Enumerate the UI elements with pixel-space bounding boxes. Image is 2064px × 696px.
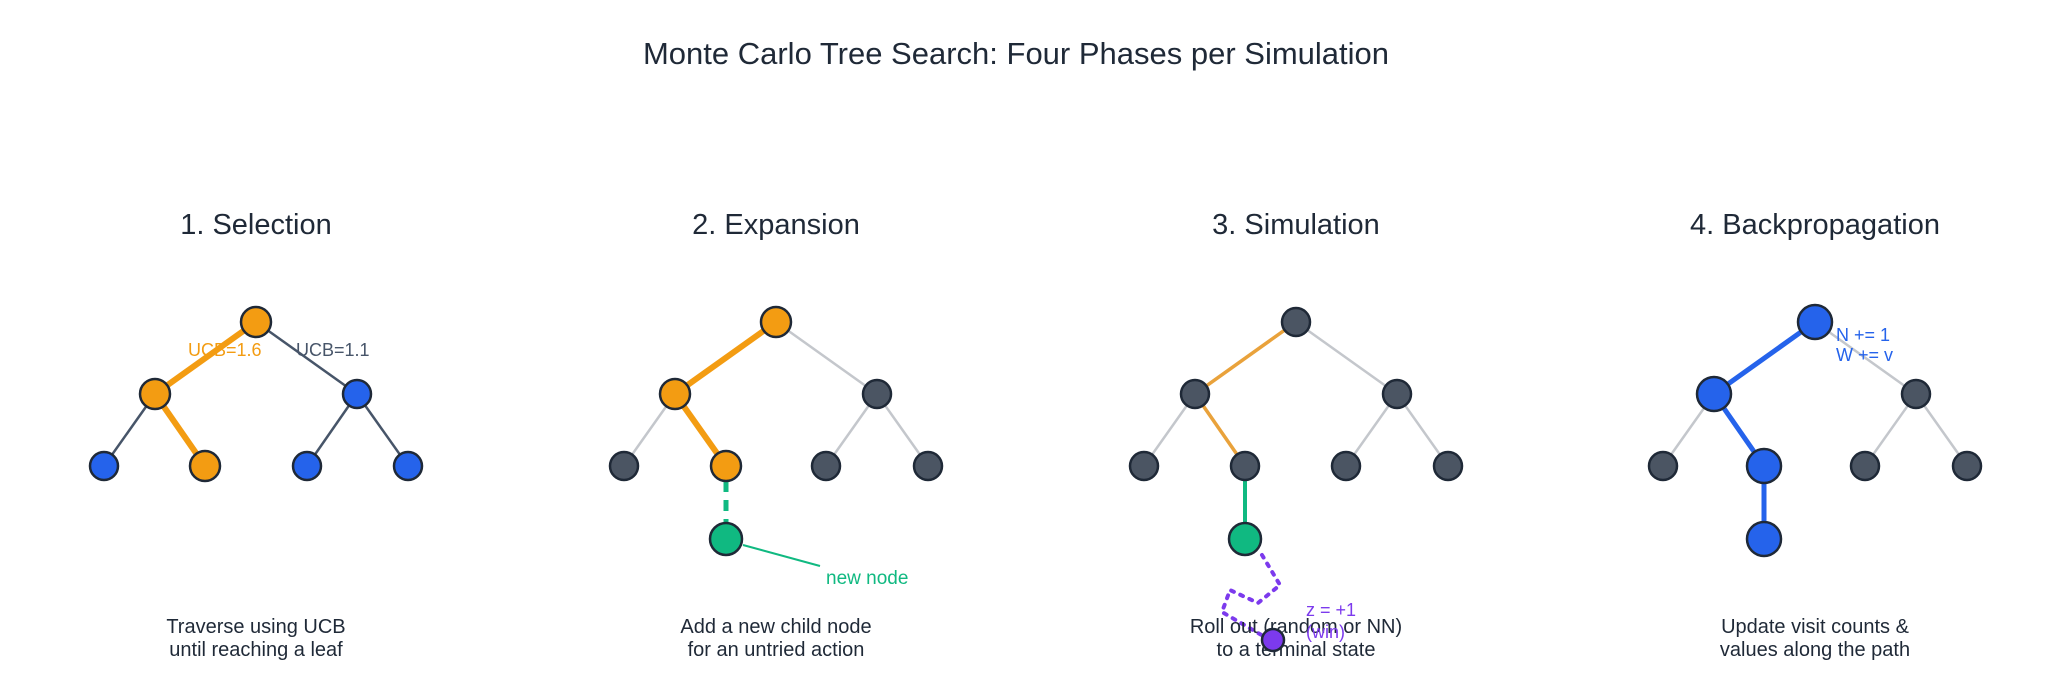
node-left [1179, 378, 1211, 410]
node-leaf3 [810, 450, 842, 482]
node-leaf3 [291, 450, 323, 482]
panel-expansion: 2. Expansion new node Add a new child no… [608, 209, 944, 661]
edge-root-left [1712, 319, 1817, 397]
node-root [1796, 303, 1834, 341]
panel-caption-line2: for an untried action [688, 639, 865, 661]
node-right [1900, 378, 1932, 410]
rollout-path [1219, 553, 1283, 642]
node-leaf4 [1432, 450, 1464, 482]
panel-heading: 2. Expansion [692, 209, 860, 241]
node-left [658, 377, 692, 411]
rollout-result-line2: (win) [1306, 622, 1345, 642]
panel-selection: 1. Selection UCB=1.6 UCB=1.1 Traverse us… [88, 209, 424, 661]
panel-caption-line1: Add a new child node [680, 616, 871, 638]
node-leaf2 [1229, 450, 1261, 482]
tree-edges [1661, 319, 1969, 539]
ucb-right-label: UCB=1.1 [296, 340, 370, 360]
node-left [138, 377, 172, 411]
new-node-pointer [742, 544, 821, 567]
node-leaf2 [709, 449, 743, 483]
panel-simulation: 3. Simulation Roll out (random or NN) to… [1128, 209, 1464, 661]
node-leaf1 [1647, 450, 1679, 482]
rollout-result-line1: z = +1 [1306, 600, 1356, 620]
tree-edges [1142, 320, 1450, 642]
panel-heading: 4. Backpropagation [1690, 209, 1940, 241]
edge-root-right [775, 320, 878, 396]
edge-root-left [673, 319, 778, 397]
update-label-line1: N += 1 [1836, 325, 1890, 345]
panel-caption-line1: Traverse using UCB [166, 616, 345, 638]
update-label-line2: W += v [1836, 345, 1893, 365]
panel-caption-line1: Roll out (random or NN) [1190, 616, 1402, 638]
panel-caption-line1: Update visit counts & [1721, 616, 1910, 638]
node-right [1381, 378, 1413, 410]
node-leaf1 [1128, 450, 1160, 482]
node-leaf1 [88, 450, 120, 482]
ucb-left-label: UCB=1.6 [188, 340, 262, 360]
tree-nodes [1128, 306, 1464, 557]
node-leaf2 [1745, 447, 1783, 485]
terminal-node [1260, 627, 1286, 653]
edge-root-left [1193, 320, 1298, 396]
node-root [239, 305, 273, 339]
node-leaf4 [1951, 450, 1983, 482]
node-right [861, 378, 893, 410]
panel-heading: 3. Simulation [1212, 209, 1380, 241]
edge-root-right [255, 320, 358, 396]
node-right [341, 378, 373, 410]
node-new [1745, 520, 1783, 558]
node-leaf3 [1330, 450, 1362, 482]
tree-nodes [1647, 303, 1983, 558]
tree-nodes [88, 305, 424, 483]
new-node-label: new node [826, 568, 908, 589]
node-leaf3 [1849, 450, 1881, 482]
node-root [759, 305, 793, 339]
panel-caption-line2: values along the path [1720, 639, 1910, 661]
edge-root-right [1814, 320, 1917, 396]
node-leaf1 [608, 450, 640, 482]
panel-heading: 1. Selection [180, 209, 332, 241]
diagram-title: Monte Carlo Tree Search: Four Phases per… [643, 36, 1389, 71]
node-new [708, 521, 744, 557]
node-new [1227, 521, 1263, 557]
edge-root-left [153, 319, 258, 397]
node-leaf4 [912, 450, 944, 482]
node-leaf4 [392, 450, 424, 482]
panel-caption-line2: until reaching a leaf [169, 639, 343, 661]
tree-nodes [608, 305, 944, 557]
node-left [1695, 375, 1733, 413]
panel-backpropagation: 4. Backpropagation N += 1 W += v Update … [1647, 209, 1983, 661]
node-leaf2 [188, 449, 222, 483]
panel-caption-line2: to a terminal state [1217, 639, 1376, 661]
edge-root-right [1295, 320, 1398, 396]
node-root [1280, 306, 1312, 338]
tree-edges [622, 319, 930, 567]
